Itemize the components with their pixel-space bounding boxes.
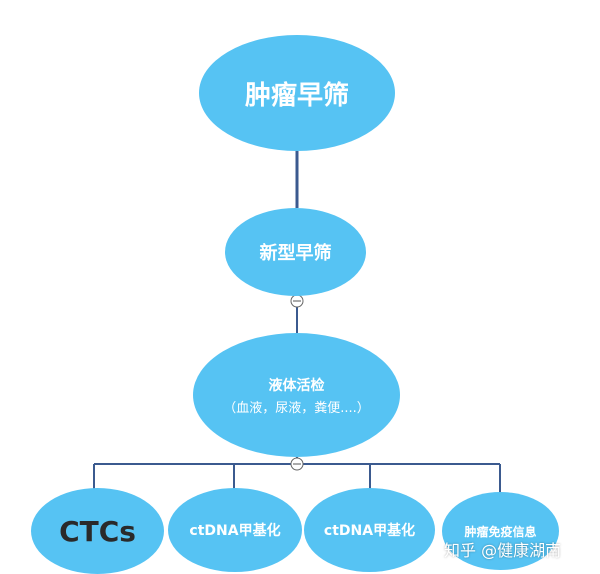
node-label: ctDNA甲基化 bbox=[323, 523, 416, 539]
collapse-toggle-new[interactable] bbox=[290, 294, 304, 308]
node-ctcs[interactable]: CTCs bbox=[31, 488, 164, 574]
node-label: 肿瘤免疫信息 bbox=[464, 524, 537, 539]
node-liquid-biopsy[interactable]: 液体活检 （血液，尿液，粪便....） bbox=[193, 333, 400, 457]
node-label: 新型早筛 bbox=[259, 243, 332, 264]
node-ctdna-methylation-2[interactable]: ctDNA甲基化 bbox=[304, 488, 435, 572]
node-new-screening[interactable]: 新型早筛 bbox=[225, 208, 366, 296]
node-title: 液体活检 bbox=[268, 377, 325, 394]
watermark-text: 知乎 @健康湖南 bbox=[444, 541, 562, 560]
node-tumor-immune-info[interactable]: 肿瘤免疫信息 bbox=[442, 492, 559, 570]
node-ctdna-methylation-1[interactable]: ctDNA甲基化 bbox=[168, 488, 302, 572]
node-subtitle: （血液，尿液，粪便....） bbox=[223, 400, 370, 416]
node-label: ctDNA甲基化 bbox=[189, 523, 281, 539]
node-label: CTCs bbox=[59, 514, 136, 548]
collapse-toggle-liquid[interactable] bbox=[290, 457, 304, 471]
node-label: 肿瘤早筛 bbox=[244, 80, 349, 111]
node-root-tumor-screening[interactable]: 肿瘤早筛 bbox=[199, 35, 395, 151]
